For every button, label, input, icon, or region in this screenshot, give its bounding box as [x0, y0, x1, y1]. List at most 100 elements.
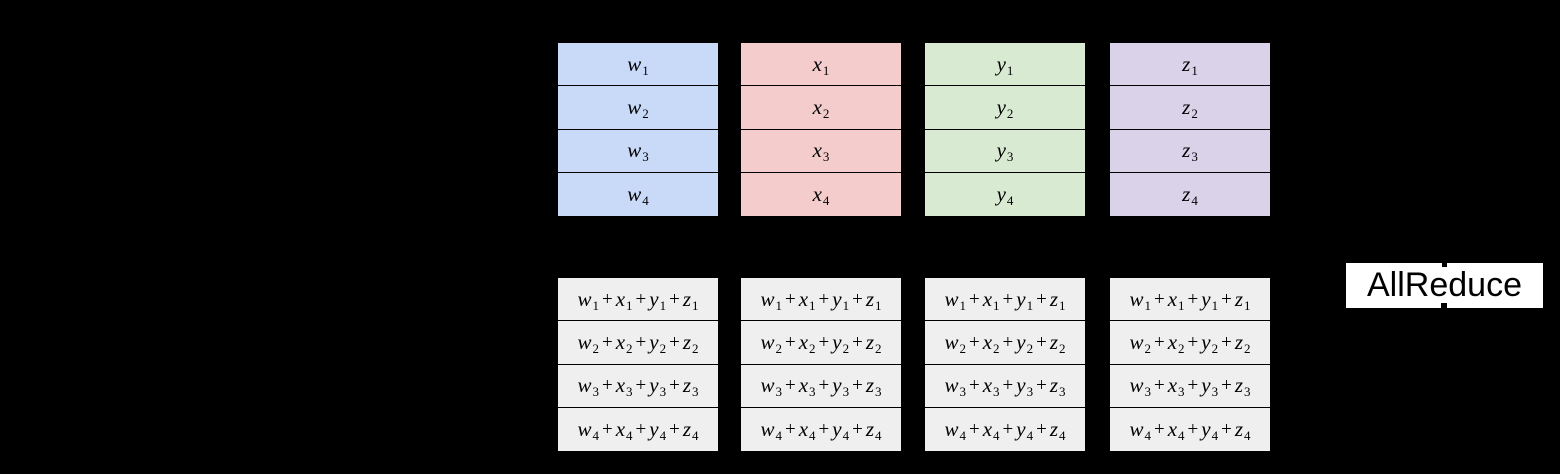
subscript: 3 [959, 384, 967, 400]
variable: z [1049, 286, 1058, 311]
subscript: 4 [809, 428, 816, 444]
cell-expression: y2 [996, 94, 1014, 120]
cell-expression: w2+x2+y2+z2 [577, 329, 698, 355]
plus-operator: + [1221, 375, 1232, 397]
subscript: 4 [822, 193, 830, 209]
subscript: 2 [959, 340, 967, 356]
tensor-cell: w2+x2+y2+z2 [558, 321, 718, 365]
cell-expression: w4+x4+y4+z4 [577, 417, 699, 444]
tensor-cell: w4+x4+y4+z4 [925, 408, 1085, 451]
subscript: 4 [692, 428, 699, 444]
plus-operator: + [1187, 331, 1199, 353]
variable: y [649, 373, 659, 398]
subscript: 4 [659, 428, 667, 444]
variable: w [944, 373, 959, 398]
subscript: 4 [959, 428, 967, 444]
variable: x [812, 182, 822, 207]
variable: x [615, 373, 626, 398]
tensor-cell: z3 [1110, 130, 1270, 173]
subscript: 4 [592, 428, 600, 444]
subscript: 1 [692, 297, 699, 313]
subscript: 2 [1211, 340, 1219, 356]
variable: w [1129, 373, 1144, 398]
subscript: 4 [1059, 428, 1066, 444]
tensor-cell: w3+x3+y3+z3 [1110, 365, 1270, 408]
variable: w [760, 373, 775, 398]
plus-operator: + [635, 375, 647, 397]
subscript: 1 [993, 297, 1000, 313]
variable: z [1049, 417, 1058, 442]
plus-operator: + [785, 288, 796, 310]
plus-operator: + [969, 419, 980, 441]
tensor-cell: w2+x2+y2+z2 [741, 321, 901, 365]
variable: w [577, 286, 592, 311]
subscript: 3 [692, 384, 699, 400]
subscript: 3 [1211, 384, 1219, 400]
subscript: 2 [822, 105, 830, 121]
variable: y [832, 286, 842, 311]
variable: w [577, 417, 592, 442]
tensor-cell: w4+x4+y4+z4 [558, 408, 718, 451]
plus-operator: + [669, 419, 680, 441]
tensor-cell: z4 [1110, 173, 1270, 216]
plus-operator: + [1187, 419, 1199, 441]
plus-operator: + [785, 331, 796, 353]
cell-expression: y4 [996, 182, 1014, 209]
plus-operator: + [1002, 375, 1014, 397]
allreduce-arrow-bottom-tick [1441, 303, 1447, 313]
variable: x [1167, 329, 1178, 354]
variable: w [627, 138, 642, 163]
tensor-cell: w3+x3+y3+z3 [741, 365, 901, 408]
allreduce-label: AllReduce [1346, 263, 1543, 308]
plus-operator: + [1187, 288, 1199, 310]
variable: z [865, 286, 874, 311]
variable: w [1129, 286, 1144, 311]
variable: w [1129, 417, 1144, 442]
variable: y [1016, 417, 1026, 442]
variable: z [1182, 138, 1191, 163]
variable: y [1016, 329, 1026, 354]
subscript: 1 [959, 297, 967, 313]
cell-expression: w3+x3+y3+z3 [1129, 373, 1250, 400]
cell-expression: z4 [1182, 184, 1198, 208]
subscript: 3 [1191, 149, 1198, 165]
plus-operator: + [1036, 419, 1047, 441]
cell-expression: z2 [1182, 96, 1198, 120]
cell-expression: w2+x2+y2+z2 [944, 329, 1065, 356]
cell-expression: z1 [1182, 53, 1198, 78]
subscript: 1 [642, 62, 649, 78]
plus-operator: + [818, 419, 830, 441]
subscript: 2 [1178, 340, 1185, 356]
subscript: 3 [822, 149, 830, 165]
variable: y [649, 417, 659, 442]
plus-operator: + [785, 375, 796, 397]
subscript: 3 [1178, 384, 1185, 400]
variable: y [1201, 373, 1211, 398]
variable: z [1049, 329, 1058, 354]
subscript: 4 [1006, 193, 1014, 209]
variable: y [996, 182, 1006, 207]
plus-operator: + [602, 331, 613, 353]
subscript: 2 [642, 105, 649, 121]
subscript: 2 [993, 340, 1000, 356]
subscript: 1 [1059, 297, 1066, 313]
tensor-cell: z2 [1110, 86, 1270, 130]
subscript: 4 [1178, 428, 1185, 444]
variable: x [982, 286, 993, 311]
tensor-cell: z1 [1110, 43, 1270, 87]
variable: w [627, 51, 642, 76]
variable: y [996, 94, 1006, 119]
tensor-cell: y3 [925, 130, 1085, 173]
variable: y [649, 329, 659, 354]
variable: w [1129, 329, 1144, 354]
subscript: 4 [1244, 428, 1251, 444]
subscript: 4 [993, 428, 1000, 444]
cell-expression: z3 [1182, 138, 1198, 165]
variable: y [996, 51, 1006, 76]
subscript: 3 [842, 384, 850, 400]
subscript: 1 [1191, 62, 1198, 78]
